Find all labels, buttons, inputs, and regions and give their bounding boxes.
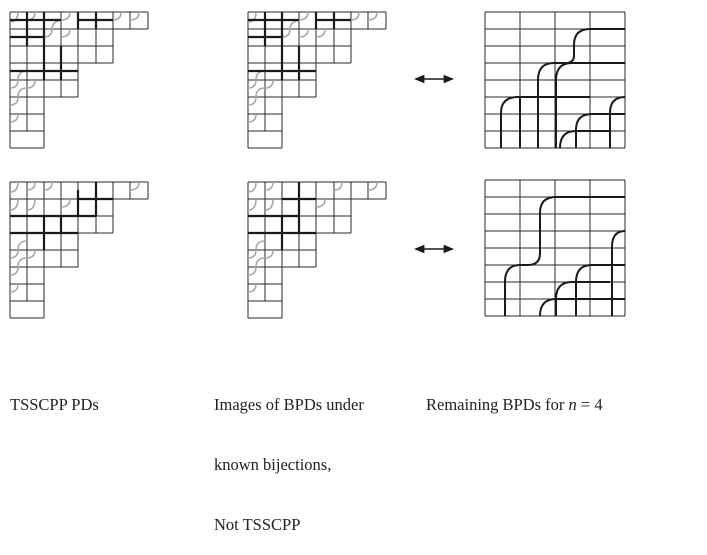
thin-pipes <box>247 181 378 293</box>
pd-diagram-top-left <box>9 11 149 149</box>
thick-pipes <box>248 12 351 80</box>
pd-diagram-bottom-middle <box>247 181 387 319</box>
caption-line: TSSCPP PDs <box>10 395 99 414</box>
staircase-grid <box>247 181 387 319</box>
pd-diagram-bottom-left <box>9 181 149 319</box>
thin-pipes <box>9 181 140 293</box>
thick-pipes <box>10 12 113 80</box>
bpd-diagram-top-right <box>484 11 626 149</box>
variable-n: n <box>568 395 577 414</box>
bumping-pipes <box>500 28 626 149</box>
staircase-grid <box>9 11 149 149</box>
thick-pipes <box>10 182 113 250</box>
thick-pipes <box>248 182 316 250</box>
bpd-diagram-bottom-right <box>484 179 626 317</box>
caption-line: Not TSSCPP <box>214 515 301 534</box>
pd-diagram-top-middle <box>247 11 387 149</box>
square-grid <box>484 179 626 317</box>
figure-canvas <box>9 11 626 319</box>
caption-remaining-bpds: Remaining BPDs for n = 4 <box>426 355 603 435</box>
staircase-grid <box>247 11 387 149</box>
caption-tsscpp-pds: TSSCPP PDs <box>10 355 99 435</box>
caption-line: Images of BPDs under <box>214 395 364 414</box>
caption-line: known bijections, <box>214 455 332 474</box>
caption-bpd-images: Images of BPDs under known bijections, N… <box>214 355 364 555</box>
caption-prefix: Remaining BPDs for <box>426 395 569 414</box>
bumping-pipes <box>504 196 626 317</box>
caption-suffix: = 4 <box>576 395 603 414</box>
caption-line: Remaining BPDs for n = 4 <box>426 395 603 415</box>
